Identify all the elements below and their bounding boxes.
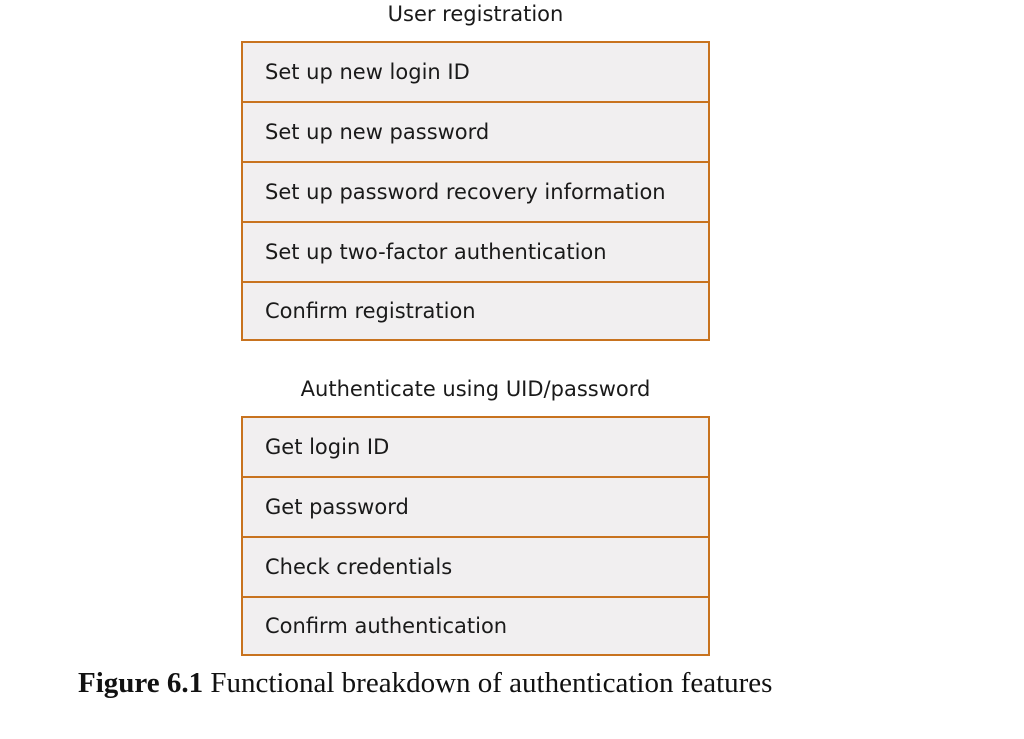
- stack-item: Get password: [243, 476, 708, 536]
- user-registration-stack: Set up new login ID Set up new password …: [241, 41, 710, 341]
- stack-item: Set up password recovery information: [243, 161, 708, 221]
- stack-item: Confirm authentication: [243, 596, 708, 654]
- stack-item: Get login ID: [265, 435, 390, 459]
- stack-item: Confirm registration: [243, 281, 708, 339]
- figure-caption-text: Functional breakdown of authentication f…: [210, 667, 773, 699]
- group-title-authenticate: Authenticate using UID/password: [300, 377, 651, 401]
- figure-number: Figure 6.1: [78, 667, 204, 699]
- stack-item: Set up two-factor authentication: [243, 221, 708, 281]
- figure-caption: Figure 6.1 Functional breakdown of authe…: [78, 667, 773, 700]
- stack-item: Set up new password: [243, 101, 708, 161]
- stack-item: Set up new login ID: [265, 60, 470, 84]
- group-title-user-registration: User registration: [387, 2, 564, 26]
- stack-item: Check credentials: [243, 536, 708, 596]
- authenticate-stack: Get login ID Get password Check credenti…: [241, 416, 710, 656]
